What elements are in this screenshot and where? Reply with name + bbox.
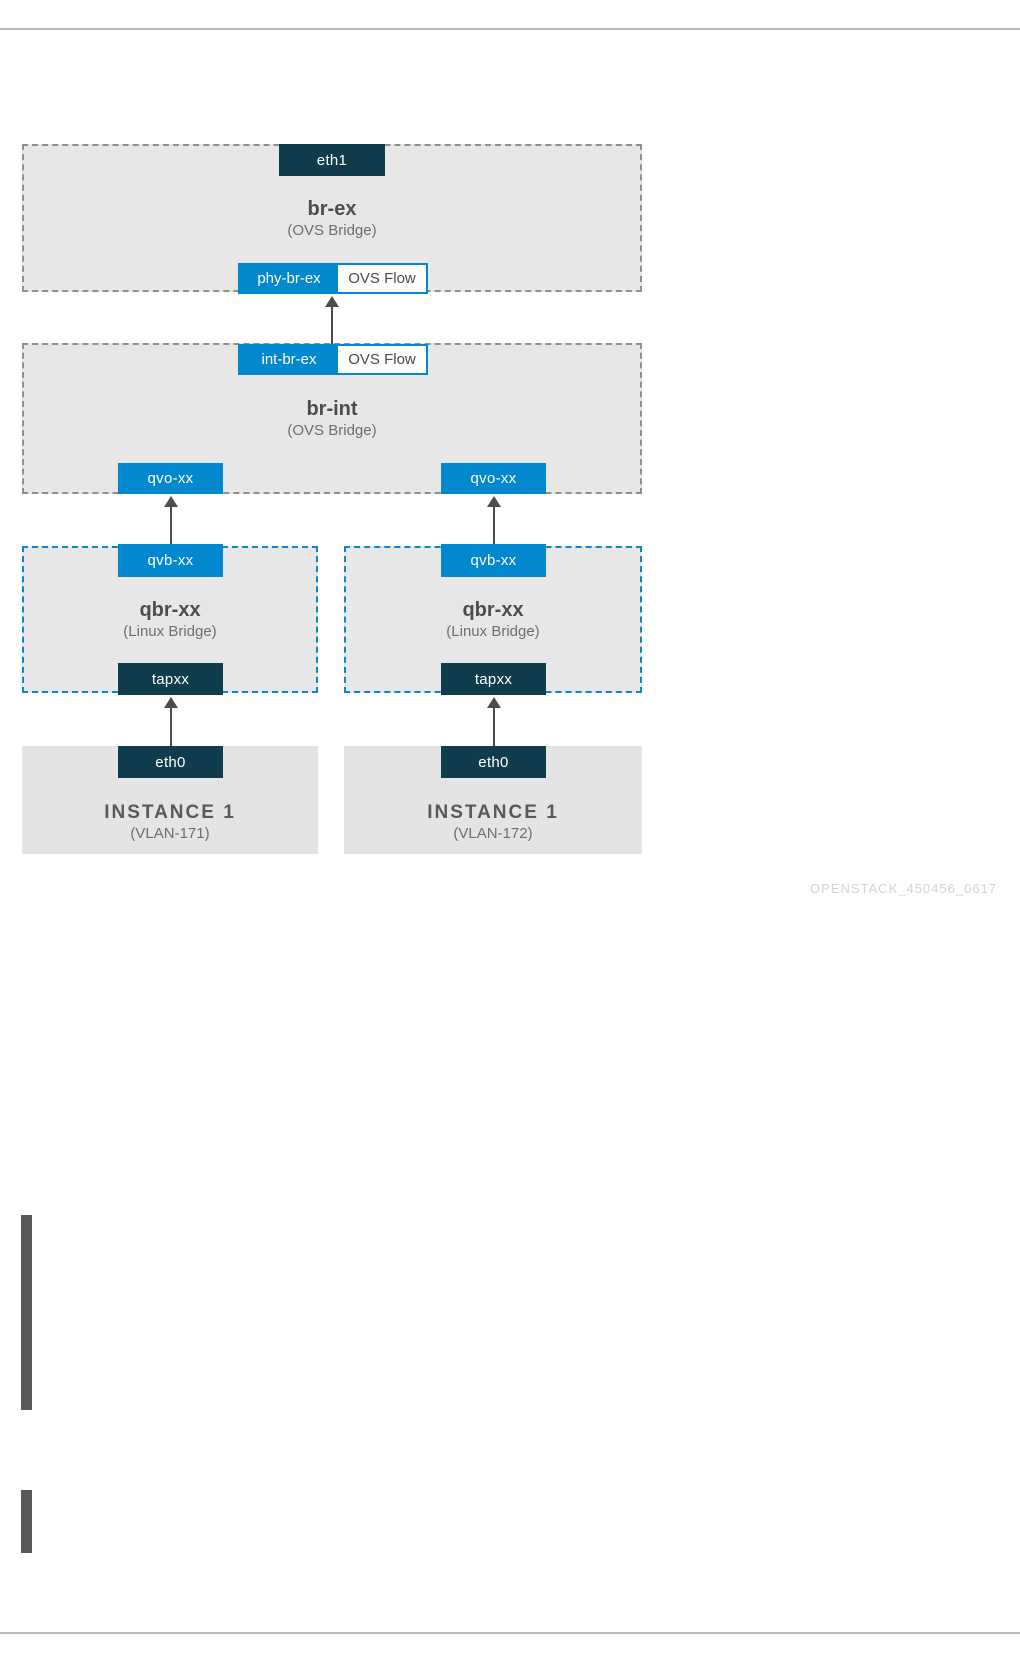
bottom-rule: [0, 1632, 1020, 1634]
qbr-title-right: qbr-xx: [462, 599, 524, 621]
watermark: OPENSTACK_450456_0617: [810, 881, 997, 896]
phy-br-ex-port-label: phy-br-ex: [240, 265, 338, 292]
qbr-subtitle-left: (Linux Bridge): [123, 623, 217, 640]
arrow-shaft: [331, 305, 333, 344]
qvo-port-left: qvo-xx: [118, 463, 223, 494]
ovs-flow-label-brex: OVS Flow: [348, 270, 416, 287]
qvb-port-left: qvb-xx: [118, 544, 223, 577]
eth0-port-left-label: eth0: [155, 753, 186, 771]
phy-br-ex-patch: phy-br-ex OVS Flow: [238, 263, 428, 294]
arrow-eth0-to-tap-left: [164, 697, 178, 746]
arrow-shaft: [493, 505, 495, 544]
tap-port-right-label: tapxx: [474, 670, 513, 688]
instance-title-right: INSTANCE 1: [427, 802, 559, 823]
eth1-port-label: eth1: [316, 151, 348, 169]
br-int-title: br-int: [306, 398, 358, 420]
arrow-shaft: [170, 505, 172, 544]
instance-subtitle-left: (VLAN-171): [130, 825, 210, 842]
br-ex-title: br-ex: [307, 198, 357, 220]
eth0-port-right-label: eth0: [478, 753, 509, 771]
code-block-bar-large: [21, 1215, 32, 1410]
tap-port-left-label: tapxx: [151, 670, 190, 688]
code-block-bar-small: [21, 1490, 32, 1553]
top-rule: [0, 28, 1020, 30]
eth0-port-left: eth0: [118, 746, 223, 778]
tap-port-left: tapxx: [118, 663, 223, 695]
br-ex-subtitle: (OVS Bridge): [287, 222, 377, 239]
arrow-head-icon: [325, 296, 339, 307]
arrow-head-icon: [164, 496, 178, 507]
arrow-head-icon: [487, 697, 501, 708]
int-br-ex-patch: int-br-ex OVS Flow: [238, 344, 428, 375]
arrow-eth0-to-tap-right: [487, 697, 501, 746]
qvb-port-right-label: qvb-xx: [470, 552, 517, 569]
arrow-shaft: [493, 706, 495, 746]
arrow-qvb-to-qvo-right: [487, 496, 501, 544]
qvo-port-right-label: qvo-xx: [470, 470, 517, 487]
arrow-int-to-phy: [325, 296, 339, 344]
arrow-qvb-to-qvo-left: [164, 496, 178, 544]
qvo-port-left-label: qvo-xx: [147, 470, 194, 487]
eth1-port: eth1: [279, 144, 385, 176]
qbr-subtitle-right: (Linux Bridge): [446, 623, 540, 640]
arrow-shaft: [170, 706, 172, 746]
instance-subtitle-right: (VLAN-172): [453, 825, 533, 842]
qvb-port-right: qvb-xx: [441, 544, 546, 577]
arrow-head-icon: [487, 496, 501, 507]
instance-title-left: INSTANCE 1: [104, 802, 236, 823]
qbr-title-left: qbr-xx: [139, 599, 201, 621]
ovs-flow-label-brint: OVS Flow: [348, 351, 416, 368]
br-int-subtitle: (OVS Bridge): [287, 422, 377, 439]
int-br-ex-port-label: int-br-ex: [240, 346, 338, 373]
qvb-port-left-label: qvb-xx: [147, 552, 194, 569]
eth0-port-right: eth0: [441, 746, 546, 778]
arrow-head-icon: [164, 697, 178, 708]
qvo-port-right: qvo-xx: [441, 463, 546, 494]
tap-port-right: tapxx: [441, 663, 546, 695]
